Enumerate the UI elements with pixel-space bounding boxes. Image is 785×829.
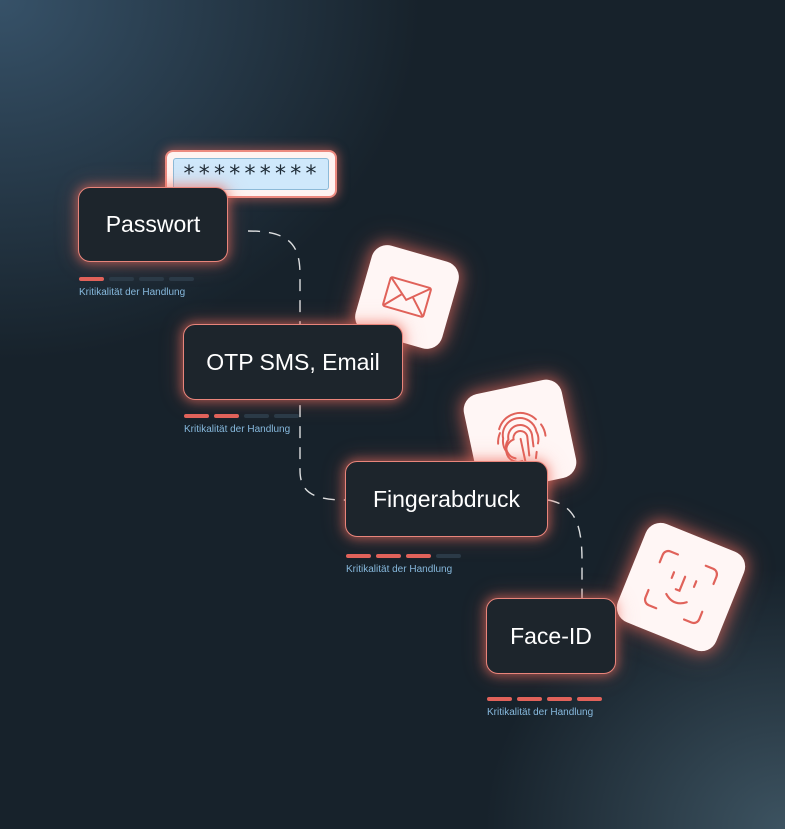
criticality-bar-filled [406,554,431,558]
password-field: ********* [165,150,337,198]
criticality-bar-empty [109,277,134,281]
criticality-label: Kritikalität der Handlung [346,564,453,575]
step-card-passwort: Passwort [78,187,228,262]
criticality-bar-empty [244,414,269,418]
criticality-bar-empty [436,554,461,558]
criticality-label: Kritikalität der Handlung [487,707,594,718]
criticality-label: Kritikalität der Handlung [79,287,186,298]
criticality-bars [487,697,602,701]
step-card-otp: OTP SMS, Email [183,324,403,400]
criticality-bar-filled [517,697,542,701]
step-card-fingerabdruck: Fingerabdruck [345,461,548,537]
fingerprint-tile [460,376,580,496]
criticality-bar-filled [547,697,572,701]
criticality-otp: Kritikalität der Handlung [184,414,299,435]
step-label: OTP SMS, Email [206,348,380,375]
criticality-bars [346,554,461,558]
criticality-bar-empty [139,277,164,281]
face-id-icon [643,549,719,625]
criticality-bar-empty [274,414,299,418]
criticality-bar-filled [214,414,239,418]
criticality-bar-filled [577,697,602,701]
criticality-bar-filled [376,554,401,558]
envelope-tile [351,241,463,353]
face-id-tile [612,518,750,656]
step-label: Passwort [105,211,201,237]
criticality-face-id: Kritikalität der Handlung [487,697,602,718]
criticality-bar-filled [346,554,371,558]
criticality-bars [79,277,194,281]
criticality-fingerabdruck: Kritikalität der Handlung [346,554,461,575]
step-card-face-id: Face-ID [486,598,616,674]
fingerprint-icon [497,412,547,464]
criticality-passwort: Kritikalität der Handlung [79,277,194,298]
criticality-bar-filled [487,697,512,701]
step-label: Face-ID [510,622,592,649]
criticality-label: Kritikalität der Handlung [184,424,291,435]
criticality-bars [184,414,299,418]
criticality-bar-empty [169,277,194,281]
step-label: Fingerabdruck [372,485,521,512]
criticality-bar-filled [79,277,104,281]
criticality-bar-filled [184,414,209,418]
envelope-icon [382,276,432,318]
password-value: ********* [173,158,329,190]
